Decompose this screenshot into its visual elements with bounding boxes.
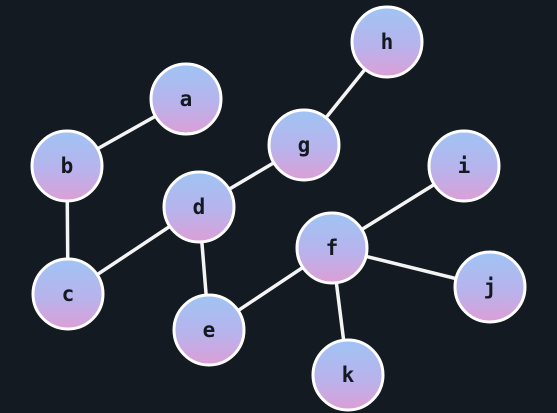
node-h: h (350, 5, 424, 79)
node-c: c (31, 257, 105, 331)
node-circle-i (427, 129, 501, 203)
node-label-k: k (342, 363, 355, 387)
node-g: g (267, 108, 341, 182)
node-circle-d (162, 170, 236, 244)
node-circle-g (267, 108, 341, 182)
node-label-a: a (180, 87, 193, 111)
edges-layer (65, 40, 492, 377)
node-circle-h (350, 5, 424, 79)
node-circle-b (30, 129, 104, 203)
node-k: k (311, 338, 385, 412)
node-label-e: e (203, 318, 216, 342)
node-d: d (162, 170, 236, 244)
node-a: a (149, 62, 223, 136)
node-label-f: f (326, 236, 339, 260)
node-label-c: c (62, 282, 75, 306)
node-j: j (453, 250, 527, 324)
node-circle-f (295, 211, 369, 285)
node-label-i: i (458, 154, 471, 178)
node-circle-e (172, 293, 246, 367)
node-circle-c (31, 257, 105, 331)
node-e: e (172, 293, 246, 367)
node-label-b: b (61, 154, 74, 178)
node-circle-k (311, 338, 385, 412)
node-circle-j (453, 250, 527, 324)
node-circle-a (149, 62, 223, 136)
node-b: b (30, 129, 104, 203)
node-label-h: h (381, 30, 394, 54)
nodes-layer: a b c d e f g h i j k (30, 5, 527, 412)
node-label-d: d (193, 195, 206, 219)
node-f: f (295, 211, 369, 285)
node-i: i (427, 129, 501, 203)
node-label-g: g (298, 133, 311, 157)
node-label-j: j (484, 275, 497, 299)
